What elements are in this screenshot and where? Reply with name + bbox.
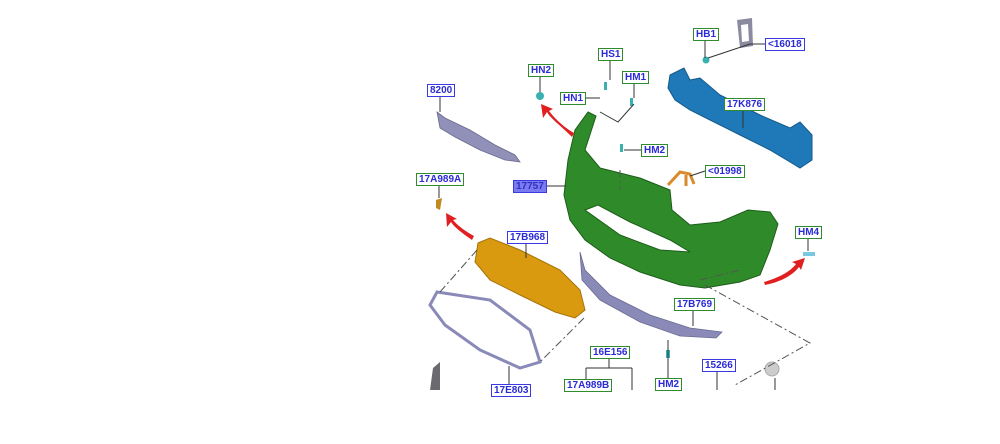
clip-hm2-top[interactable] (620, 144, 623, 152)
bracket-16018-part[interactable] (737, 18, 753, 48)
label-hs1[interactable]: HS1 (598, 48, 624, 61)
clip-hs1[interactable] (604, 82, 607, 90)
label-hn2[interactable]: HN2 (528, 64, 555, 77)
label-17a989b[interactable]: 17A989B (564, 379, 613, 392)
label-hm1[interactable]: HM1 (622, 71, 650, 84)
reinforcement-17k876-part[interactable] (667, 67, 813, 169)
label-17b968[interactable]: 17B968 (507, 231, 549, 244)
shield-8200-part[interactable] (436, 111, 521, 163)
arrow-icon (541, 104, 574, 137)
clip-hb1[interactable] (702, 56, 710, 64)
leader-lines (438, 40, 809, 390)
lower-trim-17b769-part[interactable] (579, 251, 723, 339)
label-hm2-bottom[interactable]: HM2 (655, 378, 683, 391)
side-bracket-part[interactable] (430, 362, 440, 390)
label-17e803[interactable]: 17E803 (491, 384, 532, 397)
clip-hm1[interactable] (630, 98, 633, 106)
direction-arrows (446, 104, 805, 285)
label-hb1[interactable]: HB1 (693, 28, 720, 41)
label-16e156[interactable]: 16E156 (590, 346, 631, 359)
label-17a989a[interactable]: 17A989A (416, 173, 465, 186)
grille-17b968-part[interactable] (474, 237, 586, 319)
bumper-cover-17757-part[interactable] (563, 111, 779, 289)
clip-hm4[interactable] (803, 252, 815, 256)
arrow-icon (446, 213, 474, 240)
arrow-icon (764, 258, 805, 285)
clip-17a989a[interactable] (436, 198, 442, 210)
label-hn1[interactable]: HN1 (560, 92, 587, 105)
grille-surround-17e803-part[interactable] (428, 290, 542, 370)
label-8200[interactable]: 8200 (427, 84, 456, 97)
label-hm4[interactable]: HM4 (795, 226, 823, 239)
label-17b769[interactable]: 17B769 (674, 298, 716, 311)
bracket-01998-part[interactable] (666, 170, 696, 187)
label-17k876[interactable]: 17K876 (724, 98, 766, 111)
dash-dot-lines (439, 170, 812, 386)
fog-lamp-part[interactable] (764, 361, 780, 377)
label-16018[interactable]: <16018 (765, 38, 805, 51)
cropped-area (410, 400, 1000, 444)
label-17757[interactable]: 17757 (513, 180, 547, 193)
label-15266[interactable]: 15266 (702, 359, 736, 372)
clip-hn2[interactable] (536, 92, 544, 100)
label-hm2-top[interactable]: HM2 (641, 144, 669, 157)
label-01998[interactable]: <01998 (705, 165, 745, 178)
